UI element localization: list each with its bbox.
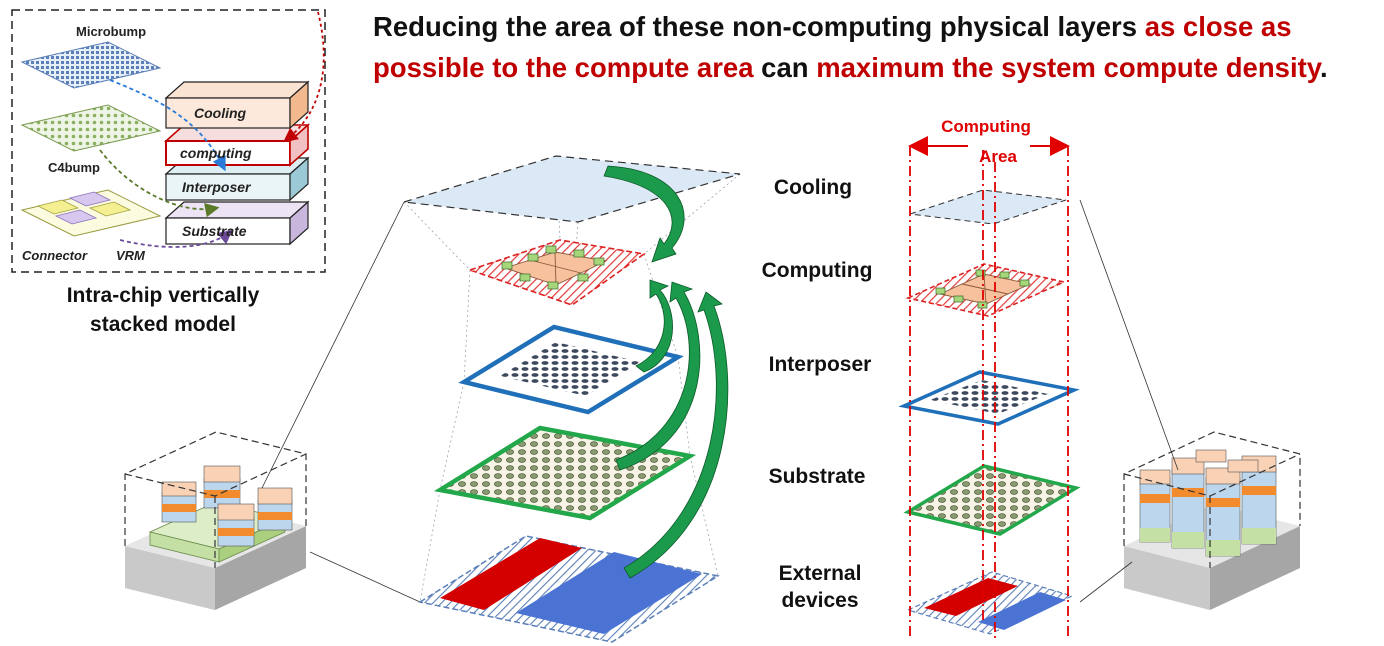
headline: Reducing the area of these non-computing… (373, 6, 1378, 88)
green-arrow-cooling (603, 165, 685, 263)
headline-part1: Reducing the area of these non-computing… (373, 11, 1145, 42)
zoom-line-right-1 (1079, 199, 1179, 471)
label-external-line1: External (778, 562, 862, 585)
inset-label-interposer: Interposer (182, 179, 252, 195)
computing-area-guides (909, 146, 1069, 640)
green-arrow-interposer (635, 279, 673, 373)
connector-board (20, 189, 162, 237)
label-external: External devices (730, 560, 910, 614)
left-chip-package (124, 431, 307, 610)
right-computing-plane (905, 263, 1067, 317)
microbump-sheet (20, 41, 162, 89)
center-substrate-plane (433, 425, 697, 521)
inset-caption-line1: Intra-chip vertically (66, 284, 260, 307)
right-interposer-plane (898, 370, 1080, 426)
inset-label-cooling: Cooling (194, 105, 247, 121)
inset-layer-cooling (164, 80, 310, 130)
right-stack-grid (1139, 449, 1277, 557)
inset-label-substrate: Substrate (182, 223, 247, 239)
c4bump-arrow (99, 149, 220, 218)
zoom-line-right-2 (1079, 561, 1133, 603)
inset-frame (11, 9, 326, 273)
headline-end: . (1320, 52, 1328, 83)
computing-area-label-1: Computing (941, 117, 1031, 136)
layer-collapse-arrows (603, 165, 729, 579)
label-interposer: Interposer (768, 353, 872, 376)
inset-label-computing: computing (180, 145, 252, 161)
c4bump-label: C4bump (48, 160, 100, 175)
inset-caption-line2: stacked model (90, 313, 236, 336)
left-stack-1 (161, 481, 197, 523)
headline-part2: can (753, 52, 817, 83)
center-computing-plane (467, 239, 647, 306)
center-interposer-plane (458, 324, 684, 415)
label-cooling: Cooling (773, 176, 853, 199)
left-stack-4 (257, 487, 293, 531)
zoom-line-left-1 (261, 201, 405, 489)
label-substrate: Substrate (768, 465, 866, 488)
right-cooling-plane (909, 189, 1067, 225)
connector-label: Connector (22, 248, 88, 263)
vrm-arrow (119, 229, 233, 248)
c4bump-sheet (20, 104, 162, 152)
green-arrow-external (623, 291, 729, 579)
center-cooling-plane (403, 155, 741, 223)
left-stack-3 (217, 503, 255, 547)
center-external-plane (418, 535, 720, 643)
microbump-label: Microbump (76, 24, 146, 39)
microbump-arrow (109, 79, 226, 172)
center-exploded-stack (403, 155, 741, 643)
computing-area-label-2: Area (979, 147, 1017, 166)
zoom-line-left-2 (309, 551, 421, 603)
headline-highlight1: as close as possible to the compute area (373, 11, 1292, 83)
right-external-plane (906, 571, 1074, 635)
right-substrate-plane (903, 464, 1081, 536)
label-computing: Computing (761, 259, 873, 282)
inset-caption: Intra-chip vertically stacked model (18, 281, 308, 339)
right-chip-package (1123, 431, 1301, 610)
inset-stack-model: Microbump C4bump Connector VRM Cooling c… (11, 9, 326, 273)
label-external-line2: devices (781, 589, 859, 612)
green-arrow-substrate (615, 281, 701, 471)
inset-layer-substrate (164, 200, 310, 246)
left-stack-2 (203, 465, 241, 509)
vrm-label: VRM (116, 248, 146, 263)
headline-highlight2: maximum the system compute density (816, 52, 1320, 83)
inset-layer-computing (163, 123, 311, 167)
right-compact-stack: Computing Area (898, 117, 1081, 640)
